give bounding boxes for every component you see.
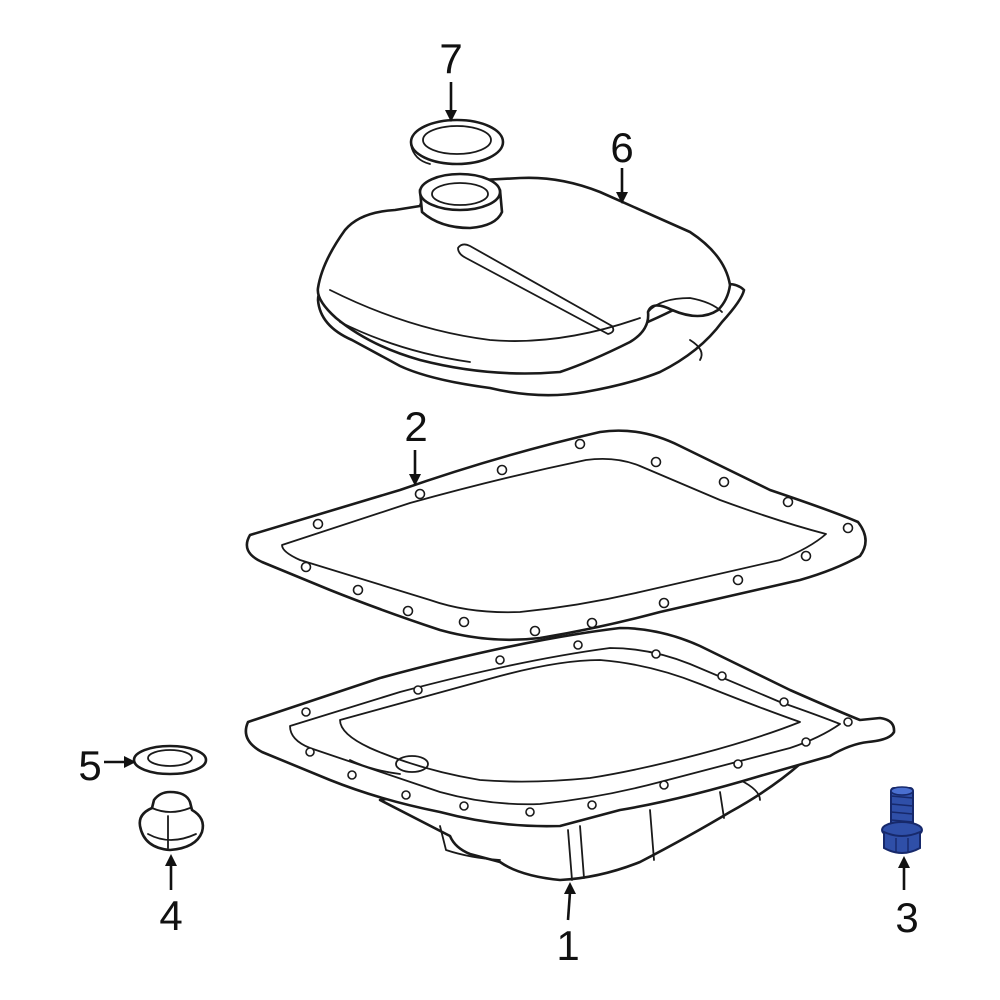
drain-plug[interactable] (138, 790, 205, 852)
leader-3 (898, 856, 910, 890)
leader-7 (445, 82, 457, 122)
leader-1 (564, 882, 576, 921)
filter-seal[interactable] (409, 118, 505, 166)
callout-5: 5 (78, 742, 101, 789)
leader-2 (409, 450, 421, 486)
leader-5 (104, 756, 136, 768)
leader-4 (165, 854, 177, 890)
callout-3: 3 (895, 894, 918, 941)
callout-7: 7 (439, 35, 462, 82)
callout-4: 4 (159, 892, 182, 939)
transmission-oil-pan[interactable] (244, 626, 896, 882)
drain-plug-gasket[interactable] (132, 744, 208, 776)
filter[interactable] (316, 172, 746, 397)
pan-bolt-holes (301, 640, 853, 817)
pan-gasket[interactable] (245, 429, 867, 642)
gasket-bolt-holes (300, 438, 854, 637)
callout-6: 6 (610, 124, 633, 171)
callout-2: 2 (404, 403, 427, 450)
leader-6 (616, 168, 628, 204)
callout-1: 1 (556, 922, 579, 969)
pan-bolt[interactable] (881, 786, 923, 854)
